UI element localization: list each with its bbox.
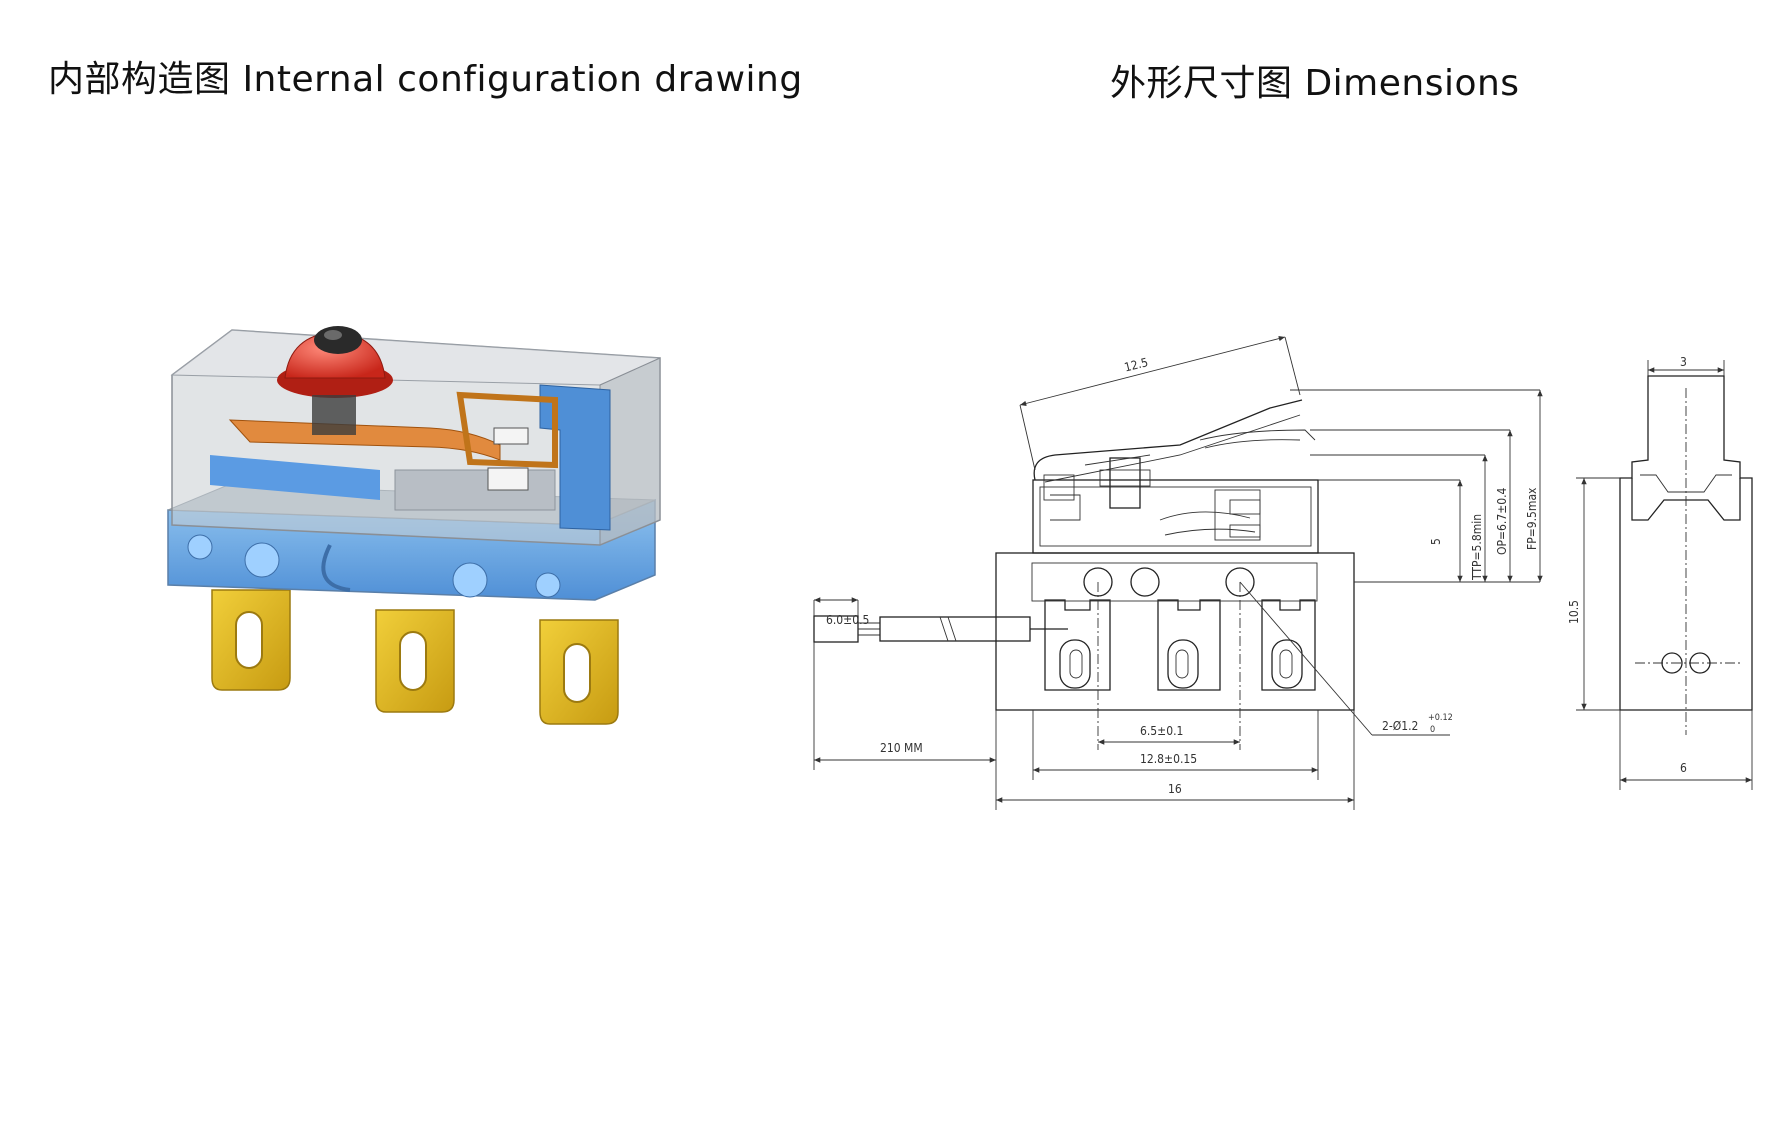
- height-dim: 10.5: [1567, 600, 1581, 624]
- body-length-dim: 16: [1168, 782, 1182, 796]
- cable-length-dim: 210 MM: [880, 741, 923, 755]
- lever-length-dim: 12.5: [1123, 355, 1150, 374]
- terminal-middle: [375, 609, 455, 713]
- switch-3d-illustration: [167, 326, 661, 725]
- front-view-drawing: 12.5 5 TTP=5.8min OP=6.7±0.4 FP=9.5max 6…: [813, 335, 1543, 810]
- side-view-drawing: 3 10.5 6: [1567, 355, 1753, 790]
- terminal-pitch-dim: 6.5±0.1: [1140, 724, 1183, 738]
- hole-tol-upper: +0.12: [1428, 713, 1453, 723]
- hole-tol-lower: 0: [1430, 725, 1435, 735]
- fp-dim: FP=9.5max: [1525, 487, 1539, 550]
- internal-drawing-title: 内部构造图 Internal configuration drawing: [48, 59, 803, 100]
- depth-dim: 6: [1680, 761, 1687, 775]
- dimensions-title: 外形尺寸图 Dimensions: [1110, 63, 1520, 104]
- hole-spec-dim: 2-Ø1.2: [1382, 719, 1418, 733]
- operating-dim: 5: [1429, 538, 1443, 545]
- op-dim: OP=6.7±0.4: [1495, 487, 1509, 555]
- terminal-span-dim: 12.8±0.15: [1140, 752, 1197, 766]
- connector-length-dim: 6.0±0.5: [826, 613, 869, 627]
- terminal-right: [539, 619, 619, 725]
- terminal-left: [211, 589, 291, 691]
- housing-width-dim: 3: [1680, 355, 1687, 369]
- ttp-dim: TTP=5.8min: [1470, 514, 1484, 581]
